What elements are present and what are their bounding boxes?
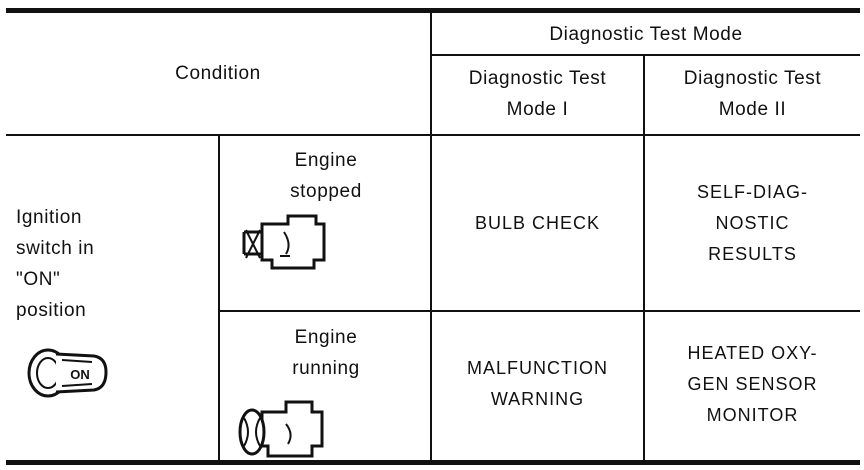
stopped-mode-1-value: BULB CHECK [474,213,601,233]
divider-mode1-mode2 [643,54,645,465]
divider-ignition-state [218,134,220,465]
header-bottom-rule [6,134,860,136]
mode-2-header: Diagnostic Test Mode II [683,68,822,120]
table-bottom-rule [6,460,860,465]
mode-1-header: Diagnostic Test Mode I [468,68,607,120]
engine-running-icon [238,400,324,458]
ignition-key-icon: ON [27,348,108,398]
condition-header: Condition [175,63,261,84]
ignition-condition-label: Ignition switch in "ON" position [16,207,95,321]
diagnostic-test-mode-header: Diagnostic Test Mode [549,24,743,45]
divider-condition-modes [430,8,432,465]
engine-running-label: Engine running [292,327,360,379]
stopped-mode-2-value: SELF-DIAG- NOSTIC RESULTS [696,182,808,264]
row-divider-rule [218,310,860,312]
subheader-rule [432,54,860,56]
running-mode-2-value: HEATED OXY- GEN SENSOR MONITOR [687,343,818,425]
running-mode-1-value: MALFUNCTION WARNING [467,358,608,409]
ignition-key-on-label: ON [70,367,90,382]
engine-stopped-icon [242,214,326,270]
table-top-rule [6,8,860,13]
engine-stopped-label: Engine stopped [290,150,362,202]
